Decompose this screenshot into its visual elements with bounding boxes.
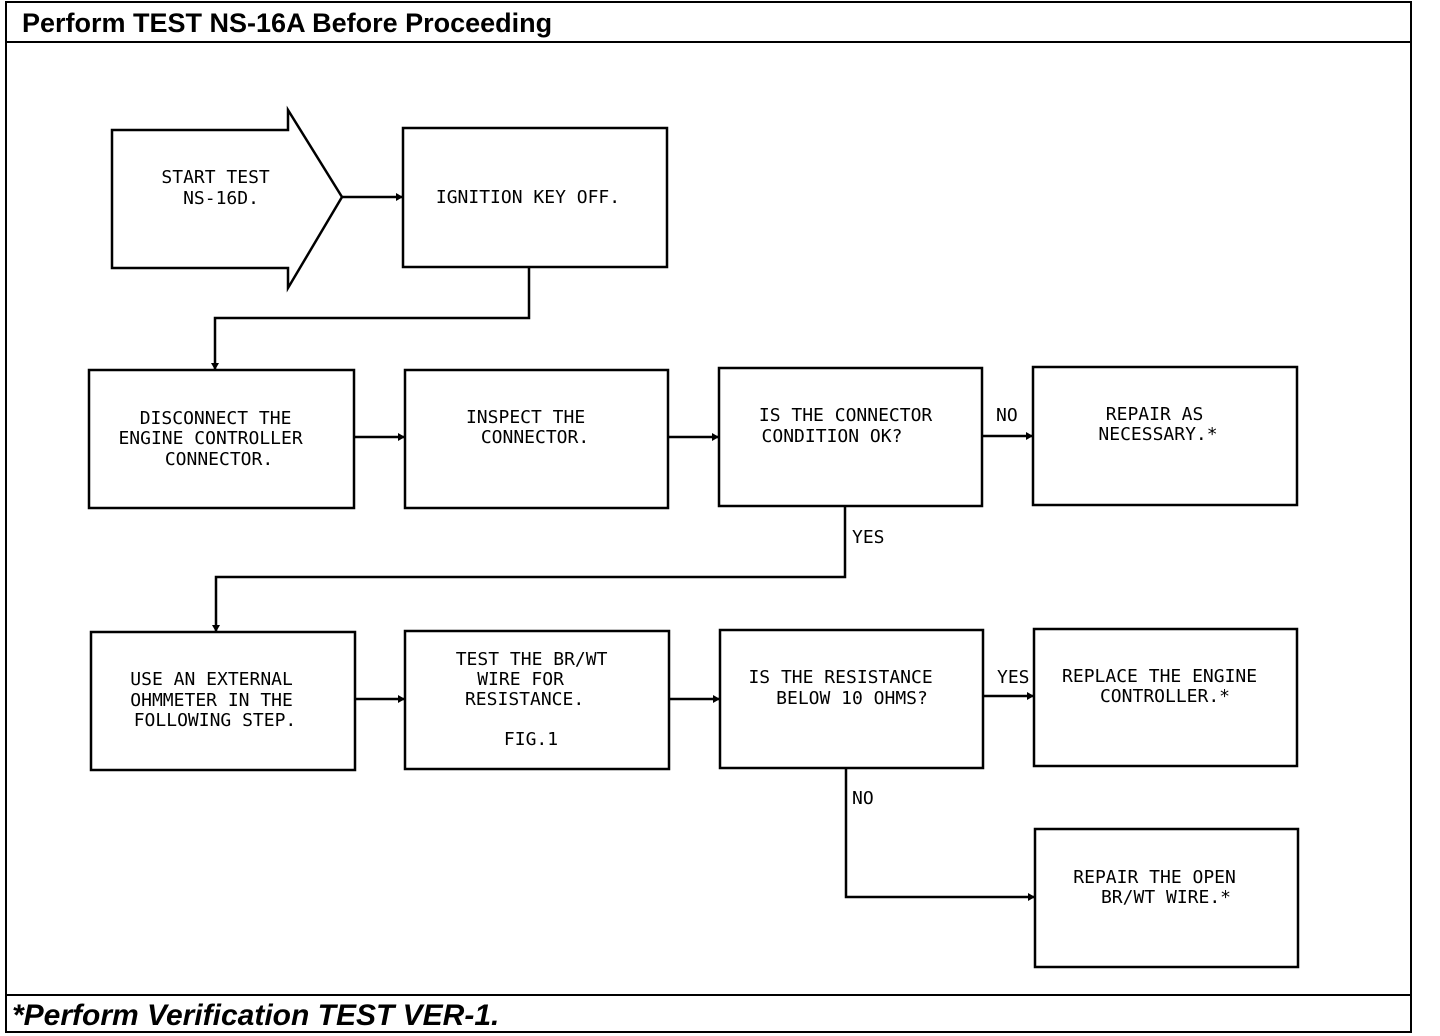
resistance-decision — [718, 628, 985, 770]
edge-label-resistance-no: NO — [852, 788, 874, 809]
inspect-text: INSPECT THE CONNECTOR. — [466, 407, 596, 448]
arrowhead-ohmmeter — [212, 625, 220, 632]
connectors — [211, 193, 1035, 901]
edge-resistance-no — [844, 769, 1035, 899]
condition-text: IS THE CONNECTOR CONDITION OK? — [759, 405, 943, 447]
use-ohmmeter-box — [89, 630, 357, 772]
disconnect-text: DISCONNECT THE ENGINE CONTROLLER CONNECT… — [118, 408, 313, 470]
disconnect-connector-box — [87, 368, 356, 510]
ignition-key-off-box — [401, 126, 669, 269]
connector-condition-decision — [717, 366, 984, 508]
test-wire-text: TEST THE BR/WT WIRE FOR RESISTANCE. FIG.… — [456, 649, 619, 750]
arrowhead-ignition — [396, 193, 403, 201]
test-wire-box — [403, 629, 671, 771]
arrowhead-inspect — [398, 433, 405, 441]
arrowhead-resistance — [713, 695, 720, 703]
footer-note: *Perform Verification TEST VER-1. — [12, 999, 499, 1032]
repair-open-wire-box — [1033, 827, 1300, 969]
repair-as-necessary-box — [1031, 365, 1299, 507]
edge-label-condition-yes: YES — [852, 527, 885, 548]
repair-wire-text: REPAIR THE OPEN BR/WT WIRE.* — [1073, 867, 1246, 908]
outer-frame — [5, 1, 1412, 1033]
arrowhead-replace — [1027, 692, 1034, 700]
replace-controller-box — [1032, 627, 1299, 768]
edge-condition-yes — [214, 507, 847, 632]
ignition-text: IGNITION KEY OFF. — [436, 187, 620, 208]
ohmmeter-text: USE AN EXTERNAL OHMMETER IN THE FOLLOWIN… — [130, 669, 303, 731]
arrowhead-repair — [1026, 432, 1033, 440]
replace-text: REPLACE THE ENGINE CONTROLLER.* — [1062, 666, 1268, 707]
arrowhead-repair-wire — [1028, 893, 1035, 901]
start-arrow-node — [110, 105, 344, 293]
inspect-connector-box — [403, 368, 670, 510]
arrowhead-test-wire — [398, 695, 405, 703]
edge-ignition-to-disconnect — [213, 268, 531, 370]
arrowhead-condition — [712, 433, 719, 441]
arrowhead-disconnect — [211, 363, 219, 370]
start-text: START TEST NS-16D. — [161, 167, 280, 209]
header-title: Perform TEST NS-16A Before Proceeding — [22, 8, 552, 38]
edge-label-condition-no: NO — [996, 405, 1018, 426]
resistance-text: IS THE RESISTANCE BELOW 10 OHMS? — [748, 667, 943, 709]
repair-text: REPAIR AS NECESSARY.* — [1098, 404, 1217, 445]
edge-label-resistance-yes: YES — [997, 667, 1030, 688]
